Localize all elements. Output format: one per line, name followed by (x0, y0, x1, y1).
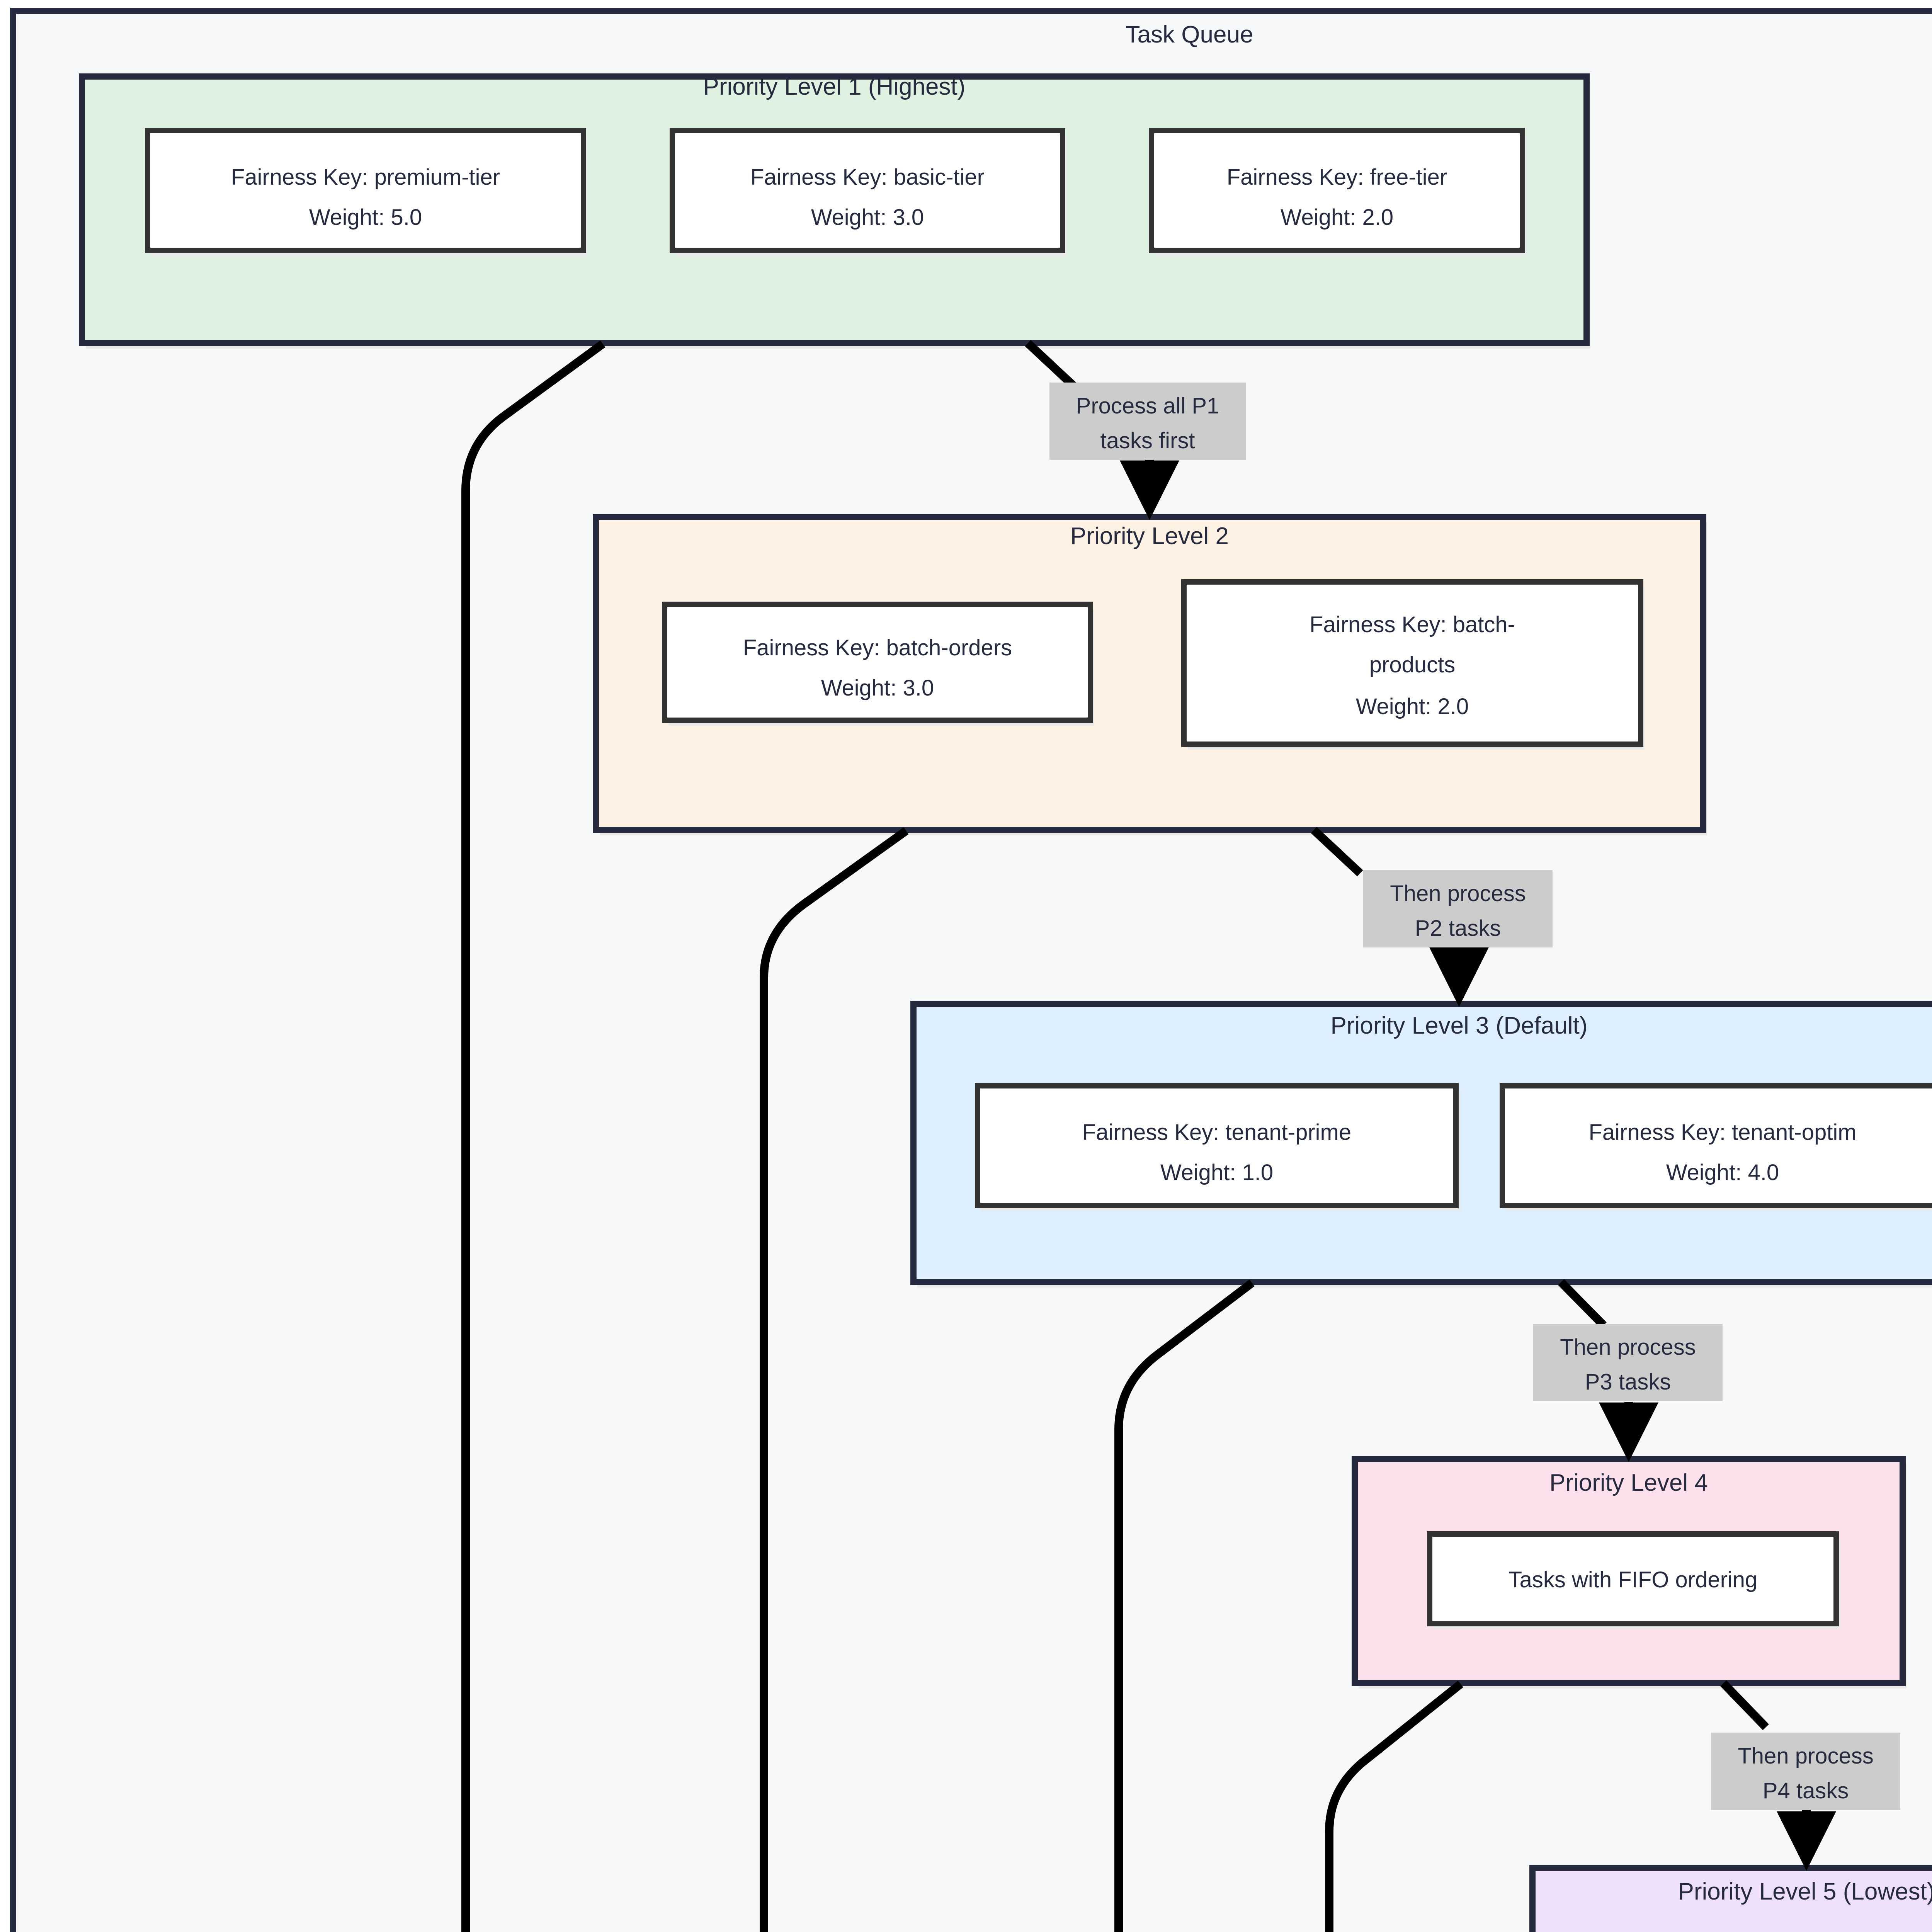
edge-label-p3-line1: Then process (1560, 1335, 1696, 1360)
node-p2-batch-orders-key: Fairness Key: batch-orders (743, 635, 1012, 660)
edge-label-process-all-p1: Process all P1 tasks first (1049, 383, 1246, 460)
node-p1-premium-tier-key: Fairness Key: premium-tier (231, 165, 500, 190)
subgraph-priority-level-5: Priority Level 5 (Lowest) Tasks with FIF… (1529, 1865, 1932, 1932)
node-p2-batch-products[interactable]: Fairness Key: batch- products Weight: 2.… (1181, 579, 1645, 750)
edge-label-p3-line2: P3 tasks (1585, 1369, 1671, 1395)
edge-label-p4-line1: Then process (1738, 1743, 1873, 1769)
node-p1-free-tier-weight: Weight: 2.0 (1281, 205, 1393, 230)
edge-p3-to-p4 (1558, 1279, 1658, 1462)
subgraph-label-p1: Priority Level 1 (Highest) (703, 73, 966, 100)
node-p1-basic-tier-key: Fairness Key: basic-tier (750, 165, 985, 190)
edge-label-p2-line2: P2 tasks (1415, 916, 1501, 941)
node-p4-fifo-label: Tasks with FIFO ordering (1509, 1567, 1758, 1592)
node-p1-free-tier-key: Fairness Key: free-tier (1227, 165, 1447, 190)
edge-p2-to-p3 (1311, 827, 1489, 1007)
edge-p1-to-p2 (1025, 340, 1179, 520)
subgraph-priority-level-2: Priority Level 2 Fairness Key: batch-ord… (593, 514, 1707, 835)
node-p2-batch-orders[interactable]: Fairness Key: batch-orders Weight: 3.0 (662, 602, 1094, 726)
node-p2-batch-products-key-1: Fairness Key: batch- (1310, 612, 1515, 637)
subgraph-label-p4: Priority Level 4 (1549, 1469, 1708, 1496)
node-p3-tenant-prime-weight: Weight: 1.0 (1160, 1160, 1273, 1185)
node-p2-batch-products-key-2: products (1369, 652, 1455, 677)
node-p3-tenant-optim-key: Fairness Key: tenant-optim (1588, 1120, 1856, 1145)
edge-label-then-process-p2: Then process P2 tasks (1363, 870, 1553, 947)
edge-p1-to-workers (461, 340, 605, 1932)
edge-p4-to-p5 (1720, 1680, 1836, 1871)
subgraph-priority-level-3: Priority Level 3 (Default) Fairness Key:… (910, 1001, 1932, 1287)
node-p1-basic-tier[interactable]: Fairness Key: basic-tier Weight: 3.0 (670, 128, 1066, 256)
edge-p4-to-workers (1325, 1680, 1463, 1932)
node-p1-basic-tier-weight: Weight: 3.0 (811, 205, 924, 230)
node-p2-batch-orders-weight: Weight: 3.0 (821, 675, 934, 701)
node-p2-batch-products-weight: Weight: 2.0 (1356, 694, 1469, 719)
edge-label-p1-line2: tasks first (1100, 428, 1195, 453)
node-p4-fifo[interactable]: Tasks with FIFO ordering (1427, 1531, 1840, 1629)
edge-label-then-process-p4: Then process P4 tasks (1711, 1733, 1900, 1810)
subgraph-label-p5: Priority Level 5 (Lowest) (1678, 1878, 1932, 1905)
edge-label-p1-line1: Process all P1 (1076, 393, 1219, 418)
edge-label-then-process-p3: Then process P3 tasks (1533, 1324, 1723, 1401)
node-p3-tenant-optim[interactable]: Fairness Key: tenant-optim Weight: 4.0 (1500, 1083, 1932, 1211)
node-p3-tenant-prime-key: Fairness Key: tenant-prime (1082, 1120, 1351, 1145)
edge-p3-to-workers (1114, 1279, 1255, 1932)
edge-label-p2-line1: Then process (1390, 881, 1526, 906)
node-p1-free-tier[interactable]: Fairness Key: free-tier Weight: 2.0 (1149, 128, 1526, 256)
subgraph-label-p3: Priority Level 3 (Default) (1330, 1012, 1587, 1039)
subgraph-priority-level-4: Priority Level 4 Tasks with FIFO orderin… (1352, 1456, 1906, 1689)
subgraph-priority-level-1: Priority Level 1 (Highest) Fairness Key:… (79, 73, 1590, 349)
node-p3-tenant-optim-weight: Weight: 4.0 (1666, 1160, 1779, 1185)
node-p3-tenant-prime[interactable]: Fairness Key: tenant-prime Weight: 1.0 (975, 1083, 1460, 1211)
edge-label-p4-line2: P4 tasks (1763, 1778, 1849, 1803)
node-p1-premium-tier[interactable]: Fairness Key: premium-tier Weight: 5.0 (145, 128, 587, 256)
subgraph-label-p2: Priority Level 2 (1070, 523, 1229, 549)
edge-p2-to-workers (760, 827, 909, 1932)
node-p1-premium-tier-weight: Weight: 5.0 (309, 205, 422, 230)
outer-container-label: Task Queue (1126, 21, 1253, 48)
